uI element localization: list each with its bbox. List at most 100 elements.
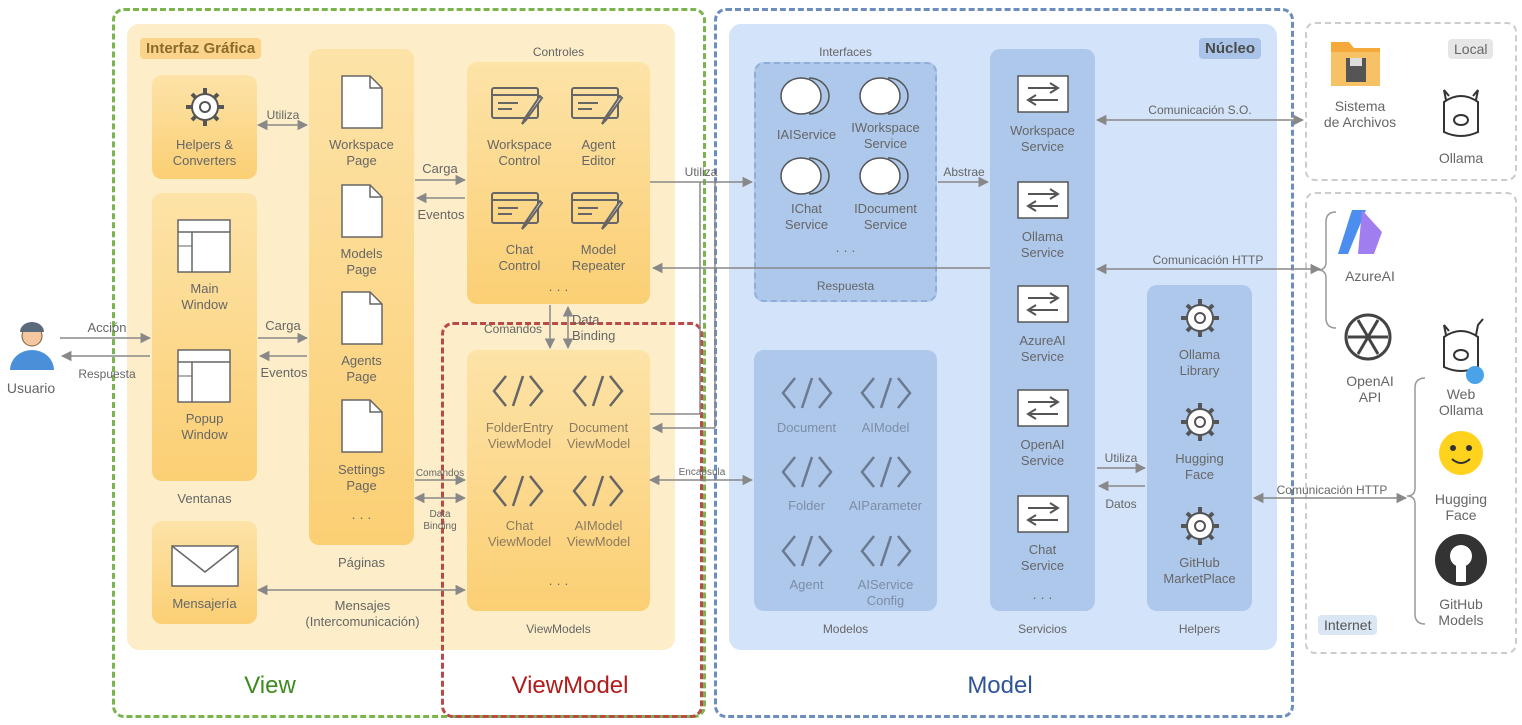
comandos-label-1: Comandos — [415, 468, 465, 479]
utiliza-label-1: Utiliza — [266, 108, 300, 122]
workspace-page-label: Workspace Page — [329, 137, 394, 168]
chat-control-icon — [491, 192, 543, 230]
paginas-label: Páginas — [338, 555, 385, 570]
utiliza-label-2: Utiliza — [684, 165, 718, 179]
iworkspace-label: IWorkspace Service — [851, 120, 920, 151]
interfaces-label: Interfaces — [819, 45, 872, 59]
mensajes-label: Mensajes (Intercomunicación) — [305, 598, 420, 629]
chat-vm-label: Chat ViewModel — [487, 518, 552, 549]
encapsula-label: Encapsula — [678, 467, 726, 478]
web-ollama-label: Web Ollama — [1438, 386, 1484, 418]
envelope-icon — [171, 545, 239, 587]
datos-label: Datos — [1105, 497, 1137, 511]
openai-service-icon — [1017, 389, 1069, 427]
nucleo-tag: Núcleo — [1199, 38, 1262, 59]
huggingface-gear-icon — [1179, 401, 1221, 443]
utiliza-label-3: Utiliza — [1104, 451, 1138, 465]
settings-page-label: Settings Page — [338, 462, 385, 493]
folder-icon — [1331, 42, 1380, 86]
viewmodels-more: · · · — [548, 576, 569, 591]
globe-icon — [1466, 366, 1484, 384]
internet-panel — [1305, 192, 1517, 654]
servicios-label: Servicios — [1018, 622, 1067, 636]
web-ollama-icon — [1443, 318, 1484, 372]
comandos-label-2: Comandos — [483, 322, 543, 336]
pages-more: · · · — [351, 510, 372, 525]
ollama-service-label: Ollama Service — [1020, 229, 1065, 260]
workspace-service-label: Workspace Service — [1010, 123, 1075, 154]
document-vm-label: Document ViewModel — [566, 420, 631, 451]
popup-window-icon — [177, 349, 231, 403]
ichat-icon — [780, 157, 830, 195]
sistema-archivos-label: Sistema de Archivos — [1323, 98, 1397, 130]
helpers-column — [1147, 285, 1252, 611]
main-window-icon — [177, 219, 231, 273]
iworkspace-icon — [859, 77, 909, 115]
view-title: View — [244, 672, 296, 699]
agent-editor-label: Agent Editor — [581, 137, 616, 168]
user-icon — [10, 322, 54, 370]
ollama-library-gear-icon — [1179, 297, 1221, 339]
agent-model-label: Agent — [789, 577, 824, 592]
workspace-page-icon — [341, 75, 383, 129]
huggingface-helper-label: Hugging Face — [1175, 451, 1224, 482]
settings-page-icon — [341, 399, 383, 453]
azureai-service-label: AzureAI Service — [1019, 333, 1066, 364]
chat-service-label: Chat Service — [1020, 542, 1065, 573]
carga-label-2: Carga — [422, 161, 458, 176]
chat-control-label: Chat Control — [498, 242, 541, 273]
modelos-label: Modelos — [822, 622, 869, 636]
github-models-label: GitHub Models — [1438, 596, 1484, 628]
huggingface-emoji-icon — [1439, 431, 1483, 475]
agents-page-label: Agents Page — [341, 353, 382, 384]
azureai-icon — [1338, 210, 1382, 254]
accion-label: Acción — [87, 320, 127, 335]
helpers-gear-icon — [184, 86, 226, 128]
huggingface-label: Hugging Face — [1434, 491, 1488, 523]
databinding-label-1: Data Binding — [423, 509, 457, 532]
document-model-label: Document — [776, 420, 837, 435]
aimodel-vm-icon — [572, 474, 624, 508]
interfaz-grafica-tag: Interfaz Gráfica — [140, 38, 262, 59]
com-so-label: Comunicación S.O. — [1148, 103, 1252, 117]
viewmodels-label: ViewModels — [526, 622, 591, 636]
mensajeria-label: Mensajería — [172, 596, 237, 611]
eventos-label-2: Eventos — [417, 207, 465, 222]
internet-tag: Internet — [1318, 615, 1378, 635]
respuesta-arrow-label: Respuesta — [78, 367, 136, 381]
ollama-library-label: Ollama Library — [1178, 347, 1221, 378]
respuesta-label: Respuesta — [816, 279, 875, 293]
aimodel-vm-label: AIModel ViewModel — [566, 518, 631, 549]
servicios-more: · · · — [1032, 590, 1053, 605]
workspace-service-icon — [1017, 75, 1069, 113]
idocument-icon — [859, 157, 909, 195]
local-tag: Local — [1448, 39, 1494, 59]
helpers-model-label: Helpers — [1178, 622, 1221, 636]
document-vm-icon — [572, 374, 624, 408]
github-gear-icon — [1179, 505, 1221, 547]
controles-more: · · · — [548, 282, 569, 297]
interfaces-more: · · · — [835, 243, 856, 258]
agent-model-icon — [781, 534, 833, 568]
workspace-control-label: Workspace Control — [487, 137, 552, 168]
aiserviceconfig-model-icon — [860, 534, 912, 568]
openai-service-label: OpenAI Service — [1020, 437, 1065, 468]
folderentry-vm-icon — [492, 374, 544, 408]
agents-page-icon — [341, 291, 383, 345]
iaiservice-label: IAIService — [776, 127, 837, 142]
azureai-label: AzureAI — [1345, 268, 1395, 284]
com-http-label-2: Comunicación HTTP — [1276, 483, 1388, 497]
ventanas-label: Ventanas — [177, 491, 232, 506]
aimodel-model-label: AIModel — [861, 420, 910, 435]
controles-label: Controles — [532, 45, 585, 59]
view-group-border — [112, 8, 706, 718]
eventos-label-1: Eventos — [260, 365, 308, 380]
github-marketplace-label: GitHub MarketPlace — [1163, 555, 1236, 586]
chat-vm-icon — [492, 474, 544, 508]
folder-model-icon — [781, 455, 833, 489]
models-page-icon — [341, 184, 383, 238]
model-title: Model — [967, 672, 1033, 699]
model-repeater-icon — [571, 192, 623, 230]
agent-editor-icon — [571, 87, 623, 125]
abstrae-label: Abstrae — [943, 165, 985, 179]
